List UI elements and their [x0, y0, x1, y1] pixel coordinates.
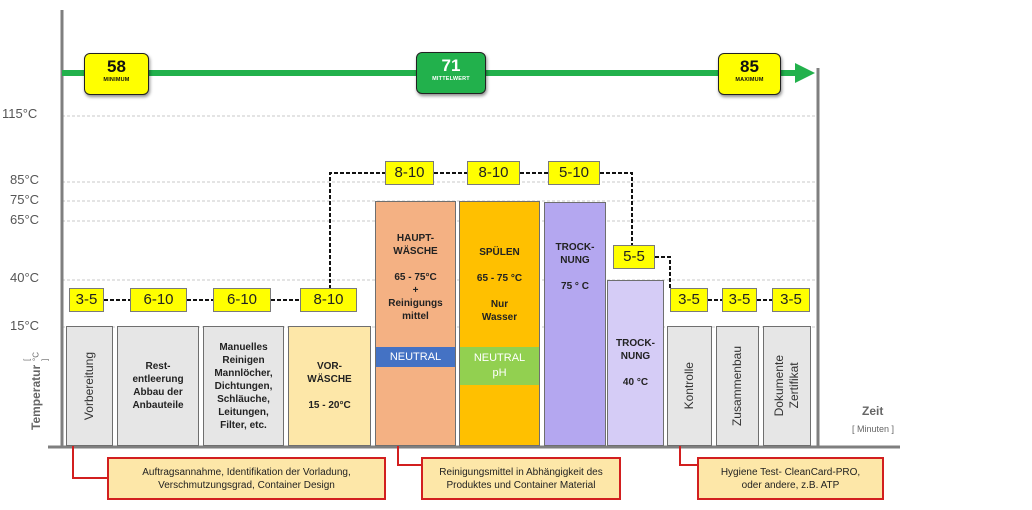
y-tick-40: 40°C	[10, 270, 40, 285]
step-label-vorbereitung: Vorbereitung	[82, 351, 96, 421]
y-tick-115: 115°C	[2, 106, 38, 121]
step-box-dokumente: Dokumente Zertifikat	[763, 326, 811, 446]
step-label-spuelen: SPÜLEN 65 - 75 °C Nur Wasser	[476, 247, 523, 323]
step-box-manuelles-reinigen: Manuelles Reinigen Mannlöcher, Dichtunge…	[203, 326, 284, 446]
time-tag-average-label: MITTELWERT	[432, 76, 470, 82]
step-box-hauptwaesche: HAUPT- WÄSCHE 65 - 75°C + Reinigungs mit…	[375, 201, 456, 446]
time-tag-minimum-value: 58	[107, 57, 126, 76]
time-tag-maximum-value: 85	[740, 57, 759, 76]
duration-badge-manuelles-reinigen: 6-10	[213, 288, 271, 312]
y-axis-title: Temperatur [ °C ]	[16, 350, 56, 430]
duration-badge-dokumente: 3-5	[772, 288, 810, 312]
duration-badge-hauptwaesche: 8-10	[385, 161, 434, 185]
y-tick-65: 65°C	[10, 212, 40, 227]
time-tag-maximum-label: MAXIMUM	[735, 77, 764, 83]
step-box-zusammenbau: Zusammenbau	[716, 326, 759, 446]
step-label-dokumente: Dokumente Zertifikat	[772, 355, 801, 417]
duration-badge-kontrolle: 3-5	[670, 288, 708, 312]
x-axis-unit: [ Minuten ]	[852, 424, 895, 434]
time-tag-maximum: 85 MAXIMUM	[718, 53, 781, 95]
step-box-spuelen: SPÜLEN 65 - 75 °C Nur Wasser NEUTRAL pH	[459, 201, 540, 446]
duration-badge-restentleerung: 6-10	[130, 288, 187, 312]
step-box-trocknung-75: TROCK- NUNG 75 ° C	[544, 202, 606, 446]
duration-badge-trocknung-40: 5-5	[613, 245, 655, 269]
step-box-kontrolle: Kontrolle	[667, 326, 712, 446]
step-box-trocknung-40: TROCK- NUNG 40 °C	[607, 280, 664, 446]
x-axis-title: Zeit	[862, 404, 884, 418]
note-reinigungsmittel: Reinigungsmittel in Abhängigkeit des Pro…	[421, 457, 621, 500]
y-tick-85: 85°C	[10, 172, 40, 187]
duration-badge-trocknung-75: 5-10	[548, 161, 600, 185]
y-tick-15: 15°C	[10, 318, 40, 333]
step-box-vorbereitung: Vorbereitung	[66, 326, 113, 446]
step-box-vorwaesche: VOR- WÄSCHE 15 - 20°C	[288, 326, 371, 446]
time-tag-minimum: 58 MINIMUM	[84, 53, 149, 95]
note-auftragsannahme: Auftragsannahme, Identifikation der Vorl…	[107, 457, 386, 500]
step-box-restentleerung: Rest- entleerung Abbau der Anbauteile	[117, 326, 199, 446]
note-hygiene-test: Hygiene Test- CleanCard-PRO, oder andere…	[697, 457, 884, 500]
duration-badge-vorbereitung: 3-5	[69, 288, 104, 312]
duration-badge-vorwaesche: 8-10	[300, 288, 357, 312]
time-tag-average: 71 MITTELWERT	[416, 52, 486, 94]
time-tag-minimum-label: MINIMUM	[103, 77, 130, 83]
band-neutral-ph: NEUTRAL pH	[460, 347, 539, 385]
time-tag-average-value: 71	[441, 56, 461, 75]
step-label-kontrolle: Kontrolle	[682, 362, 696, 410]
duration-badge-zusammenbau: 3-5	[722, 288, 757, 312]
step-label-zusammenbau: Zusammenbau	[730, 345, 744, 427]
y-axis-title-text: Temperatur	[29, 364, 43, 430]
step-label-hauptwaesche: HAUPT- WÄSCHE 65 - 75°C + Reinigungs mit…	[388, 233, 443, 322]
band-neutral: NEUTRAL	[376, 347, 455, 367]
duration-badge-spuelen: 8-10	[467, 161, 520, 185]
y-axis-unit: [ °C ]	[22, 351, 50, 361]
y-tick-75: 75°C	[10, 192, 40, 207]
